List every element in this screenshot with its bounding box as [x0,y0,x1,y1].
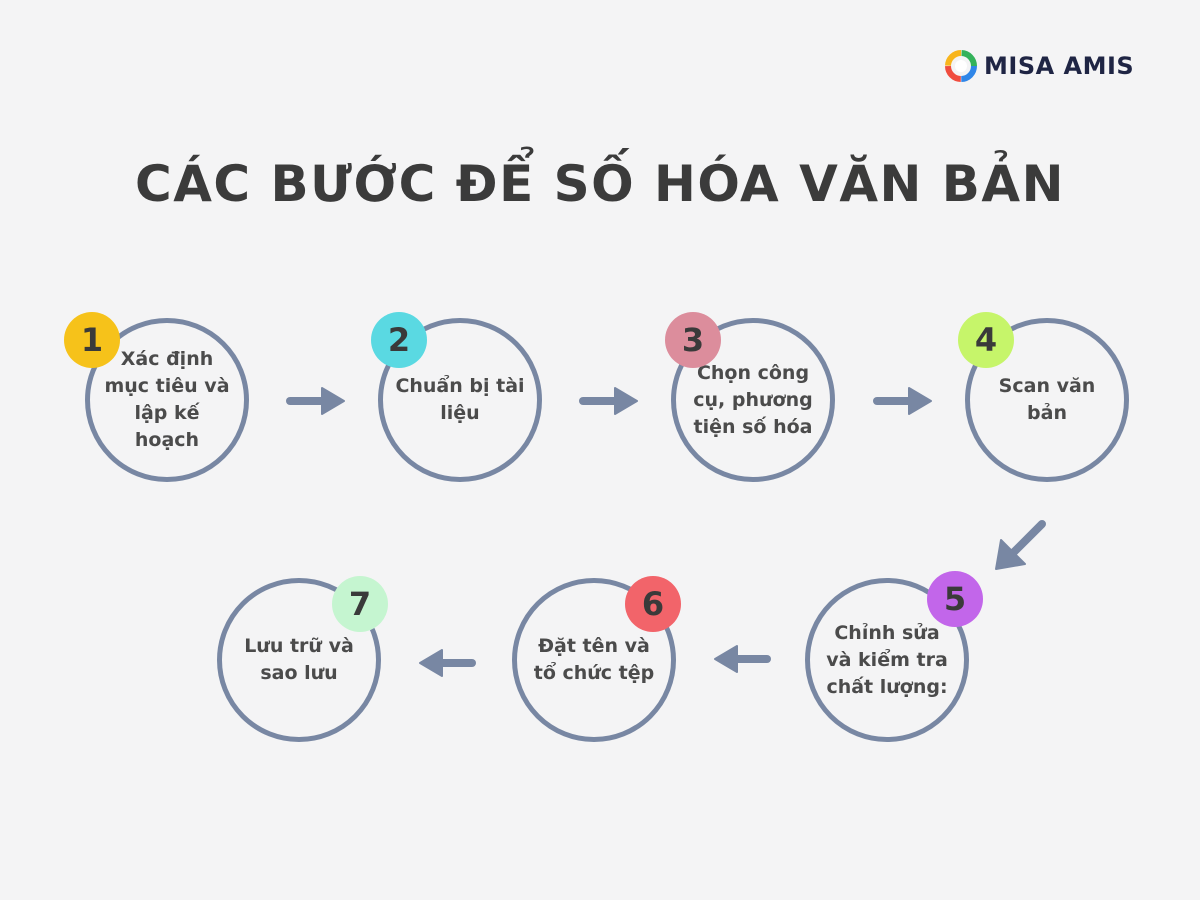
step-7-circle: Lưu trữ và sao lưu [217,578,381,742]
arrow-1-to-2 [286,387,345,415]
misa-amis-logo-icon [945,50,977,82]
step-5-circle: Chỉnh sửa và kiểm tra chất lượng: [805,578,969,742]
brand-name: MISA AMIS [984,52,1135,80]
step-3-circle: Chọn công cụ, phương tiện số hóa [671,318,835,482]
step-2-circle: Chuẩn bị tài liệu [378,318,542,482]
arrow-5-to-6 [714,645,771,673]
step-4-circle: Scan văn bản [965,318,1129,482]
step-1-badge: 1 [64,312,120,368]
step-5-label: Chỉnh sửa và kiểm tra chất lượng: [826,621,948,698]
step-7-label: Lưu trữ và sao lưu [244,635,354,684]
page-title: CÁC BƯỚC ĐỂ SỐ HÓA VĂN BẢN [135,155,1065,213]
step-3-badge: 3 [665,312,721,368]
step-6-circle: Đặt tên và tổ chức tệp [512,578,676,742]
arrow-6-to-7 [419,649,476,677]
step-4-badge: 4 [958,312,1014,368]
step-2-label: Chuẩn bị tài liệu [395,375,525,424]
step-6-badge: 6 [625,576,681,632]
step-1-label: Xác định mục tiêu và lập kế hoạch [104,348,230,451]
step-1-circle: Xác định mục tiêu và lập kế hoạch [85,318,249,482]
arrow-3-to-4 [873,387,932,415]
step-5-badge: 5 [927,571,983,627]
step-2-badge: 2 [371,312,427,368]
step-6-label: Đặt tên và tổ chức tệp [533,635,655,684]
step-7-badge: 7 [332,576,388,632]
arrow-2-to-3 [579,387,638,415]
arrow-4-to-5 [995,520,1046,570]
step-4-label: Scan văn bản [998,375,1096,424]
brand-logo: MISA AMIS [944,48,1134,84]
step-3-label: Chọn công cụ, phương tiện số hóa [693,361,813,438]
